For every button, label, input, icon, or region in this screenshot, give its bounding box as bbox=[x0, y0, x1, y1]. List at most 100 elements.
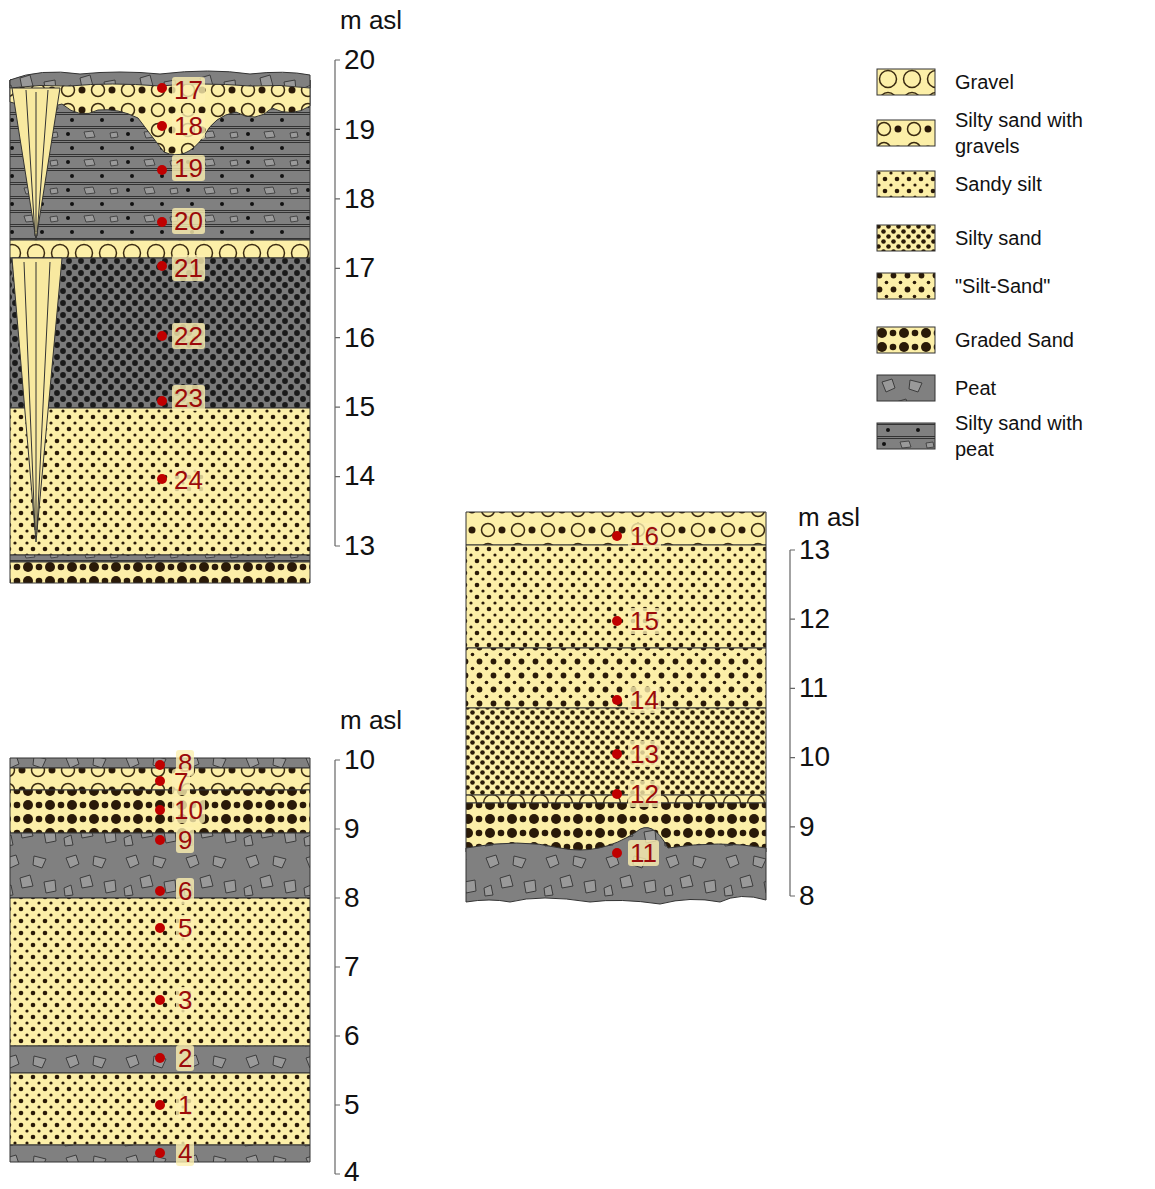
axis-value: 19 bbox=[344, 116, 375, 144]
axis-value: 10 bbox=[344, 746, 375, 774]
axis-value: 5 bbox=[344, 1091, 360, 1119]
sample-number: 17 bbox=[172, 77, 205, 103]
stratum-layer bbox=[10, 80, 310, 240]
legend-swatch bbox=[876, 374, 936, 402]
sample-number: 7 bbox=[172, 769, 190, 795]
axis-value: 14 bbox=[344, 462, 375, 490]
sample-dot bbox=[157, 331, 167, 341]
axis-line bbox=[790, 550, 795, 896]
sample-dot bbox=[157, 217, 167, 227]
legend-label: Sandy silt bbox=[955, 171, 1115, 197]
stratum-layer bbox=[10, 1073, 310, 1145]
axis-line bbox=[335, 60, 340, 546]
legend-label: "Silt-Sand" bbox=[955, 273, 1115, 299]
axis-value: 8 bbox=[799, 882, 815, 910]
axis-unit: m asl bbox=[798, 504, 860, 530]
sample-dot bbox=[157, 83, 167, 93]
stratum-layer bbox=[466, 708, 766, 795]
stratum-layer bbox=[10, 898, 310, 1046]
legend-sample bbox=[877, 375, 935, 401]
axis-value: 9 bbox=[799, 813, 815, 841]
axis-value: 6 bbox=[344, 1022, 360, 1050]
sample-dot bbox=[155, 776, 165, 786]
axis-value: 8 bbox=[344, 884, 360, 912]
axis-value: 13 bbox=[799, 536, 830, 564]
stratum-layer bbox=[10, 1046, 310, 1073]
stratum-layer bbox=[466, 648, 766, 708]
stratum-layer bbox=[10, 1145, 310, 1162]
legend-label: Silty sand with gravels bbox=[955, 107, 1115, 159]
sample-number: 18 bbox=[172, 113, 205, 139]
sample-number: 3 bbox=[176, 987, 194, 1013]
legend-swatch bbox=[876, 272, 936, 300]
sample-number: 21 bbox=[172, 255, 205, 281]
legend-sample bbox=[877, 273, 935, 299]
axis-value: 18 bbox=[344, 185, 375, 213]
legend-label: Peat bbox=[955, 375, 1115, 401]
sample-dot bbox=[612, 789, 622, 799]
sample-dot bbox=[612, 749, 622, 759]
legend-sample bbox=[877, 225, 935, 251]
stratum-layer bbox=[12, 258, 62, 542]
sample-dot bbox=[157, 396, 167, 406]
sample-number: 1 bbox=[176, 1092, 194, 1118]
axis-value: 11 bbox=[799, 674, 828, 702]
axis-unit: m asl bbox=[340, 7, 402, 33]
strata bbox=[10, 71, 766, 1162]
stratum-layer bbox=[466, 545, 766, 648]
sample-number: 14 bbox=[628, 687, 661, 713]
stratum-layer bbox=[10, 555, 310, 562]
sample-number: 6 bbox=[176, 878, 194, 904]
legend-sample bbox=[877, 423, 935, 449]
legend-swatch bbox=[876, 422, 936, 450]
axis-value: 10 bbox=[799, 743, 830, 771]
axis-value: 16 bbox=[344, 324, 375, 352]
sample-number: 10 bbox=[172, 797, 205, 823]
legend-sample bbox=[877, 120, 935, 146]
sample-number: 16 bbox=[628, 523, 661, 549]
axis-value: 20 bbox=[344, 46, 375, 74]
stratum-layer bbox=[10, 790, 310, 833]
axis-value: 4 bbox=[344, 1158, 360, 1186]
sample-dot bbox=[612, 848, 622, 858]
axis-value: 7 bbox=[344, 953, 360, 981]
sample-number: 5 bbox=[176, 915, 194, 941]
legend-sample bbox=[877, 69, 935, 95]
sample-dot bbox=[612, 695, 622, 705]
sample-number: 2 bbox=[176, 1045, 194, 1071]
sample-dot bbox=[157, 165, 167, 175]
sample-dot bbox=[155, 995, 165, 1005]
sample-dot bbox=[155, 835, 165, 845]
sample-number: 12 bbox=[628, 781, 661, 807]
stratum-layer bbox=[466, 828, 766, 904]
legend-swatch bbox=[876, 326, 936, 354]
sample-dot bbox=[157, 121, 167, 131]
axis-value: 17 bbox=[344, 254, 375, 282]
sample-number: 4 bbox=[176, 1140, 194, 1166]
sample-number: 13 bbox=[628, 741, 661, 767]
sample-dot bbox=[155, 923, 165, 933]
axis-value: 12 bbox=[799, 605, 830, 633]
sample-dot bbox=[612, 531, 622, 541]
sample-number: 22 bbox=[172, 323, 205, 349]
axis-value: 15 bbox=[344, 393, 375, 421]
sample-number: 11 bbox=[628, 840, 659, 866]
stratum-layer bbox=[466, 512, 766, 545]
legend-label: Silty sand with peat bbox=[955, 410, 1115, 462]
sample-dot bbox=[157, 261, 167, 271]
sample-number: 19 bbox=[172, 155, 205, 181]
sample-dot bbox=[155, 886, 165, 896]
sample-dot bbox=[157, 474, 167, 484]
legend-swatch bbox=[876, 224, 936, 252]
legend-sample bbox=[877, 327, 935, 353]
sample-dot bbox=[612, 616, 622, 626]
axis-value: 9 bbox=[344, 815, 360, 843]
legend-label: Silty sand bbox=[955, 225, 1115, 251]
stratum-layer bbox=[10, 240, 310, 258]
sample-dot bbox=[155, 1100, 165, 1110]
sample-dot bbox=[155, 760, 165, 770]
sample-number: 23 bbox=[172, 385, 205, 411]
axis-line bbox=[335, 760, 340, 1174]
sample-number: 20 bbox=[172, 208, 205, 234]
stratum-layer bbox=[12, 88, 60, 240]
